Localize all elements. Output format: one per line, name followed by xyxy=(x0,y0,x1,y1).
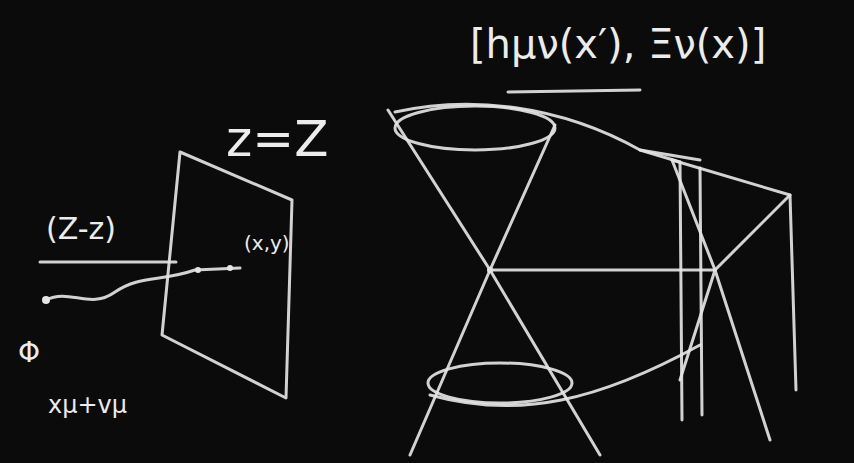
cone-line xyxy=(388,110,600,455)
distance-line xyxy=(40,261,176,264)
chalk-label: (Z-z) xyxy=(46,212,116,245)
point xyxy=(42,296,50,304)
right-cone xyxy=(640,150,680,162)
vertex xyxy=(487,267,493,273)
point xyxy=(227,265,233,271)
right-cone xyxy=(700,168,702,415)
chalk-label: z=Z xyxy=(226,112,328,167)
chalk-label: [hμν(x′), Ξν(x)] xyxy=(470,22,766,66)
cone-curve xyxy=(395,104,700,160)
right-cone xyxy=(680,270,770,440)
point xyxy=(195,267,201,273)
cone-top-ellipse xyxy=(395,106,555,150)
right-cone xyxy=(672,160,790,270)
underline xyxy=(508,90,640,92)
cone-curve xyxy=(430,345,700,406)
chalk-label: (x,y) xyxy=(244,232,290,254)
right-cone xyxy=(672,160,796,390)
wavy-path xyxy=(46,268,240,300)
chalk-label: xμ+vμ xyxy=(48,392,127,418)
chalk-label: Φ xyxy=(18,338,40,369)
